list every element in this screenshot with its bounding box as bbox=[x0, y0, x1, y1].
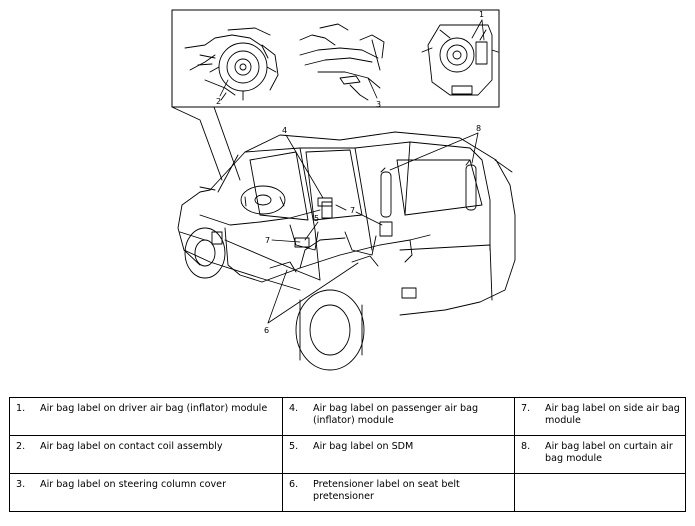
inset-driver-module-view bbox=[421, 24, 499, 96]
legend-cell: 1. Air bag label on driver air bag (infl… bbox=[9, 397, 283, 436]
legend-table: 1. Air bag label on driver air bag (infl… bbox=[9, 397, 686, 512]
legend-text: Air bag label on SDM bbox=[313, 441, 414, 452]
legend-row: 3. Air bag label on steering column cove… bbox=[9, 473, 686, 512]
legend-text: Air bag label on steering column cover bbox=[40, 479, 227, 490]
inset-detail-box bbox=[171, 9, 500, 181]
airbag-label-location-diagram: 1 2 3 4 5 6 7 7 8 bbox=[171, 9, 516, 371]
callout-1: 1 bbox=[479, 10, 484, 19]
callout-leader-lines bbox=[219, 19, 485, 324]
curtain-airbag-modules bbox=[380, 159, 477, 218]
legend-cell: 3. Air bag label on steering column cove… bbox=[9, 473, 283, 512]
vehicle-interior bbox=[199, 185, 431, 283]
callout-4: 4 bbox=[282, 126, 287, 135]
callout-3: 3 bbox=[376, 100, 381, 109]
legend-number: 1. bbox=[16, 403, 26, 414]
legend-cell: 8. Air bag label on curtain air bag modu… bbox=[514, 435, 686, 474]
vehicle-body bbox=[177, 131, 516, 371]
callout-7-left: 7 bbox=[265, 236, 270, 245]
legend-number: 3. bbox=[16, 479, 26, 490]
legend-cell: 7. Air bag label on side air bag module bbox=[514, 397, 686, 436]
legend-text: Air bag label on side air bag module bbox=[545, 403, 680, 426]
legend-text: Pretensioner label on seat belt pretensi… bbox=[313, 479, 460, 502]
legend-text: Air bag label on driver air bag (inflato… bbox=[40, 403, 268, 414]
legend-number: 2. bbox=[16, 441, 26, 452]
callout-7-right: 7 bbox=[350, 206, 355, 215]
inset-column-cover-view bbox=[299, 23, 385, 101]
legend-cell: 6. Pretensioner label on seat belt prete… bbox=[282, 473, 515, 512]
callout-6: 6 bbox=[264, 326, 269, 335]
legend-cell-empty bbox=[514, 473, 686, 512]
legend-number: 4. bbox=[289, 403, 299, 414]
callout-2: 2 bbox=[216, 97, 221, 106]
legend-cell: 5. Air bag label on SDM bbox=[282, 435, 515, 474]
callout-8: 8 bbox=[476, 124, 481, 133]
legend-cell: 4. Air bag label on passenger air bag (i… bbox=[282, 397, 515, 436]
inset-contact-coil-view bbox=[184, 27, 279, 101]
legend-number: 7. bbox=[521, 403, 531, 414]
legend-number: 8. bbox=[521, 441, 531, 452]
legend-text: Air bag label on curtain air bag module bbox=[545, 441, 673, 464]
legend-row: 1. Air bag label on driver air bag (infl… bbox=[9, 397, 686, 436]
callout-labels: 1 2 3 4 5 6 7 7 8 bbox=[216, 10, 484, 335]
legend-row: 2. Air bag label on contact coil assembl… bbox=[9, 435, 686, 474]
legend-text: Air bag label on passenger air bag (infl… bbox=[313, 403, 479, 426]
legend-number: 5. bbox=[289, 441, 299, 452]
legend-text: Air bag label on contact coil assembly bbox=[40, 441, 223, 452]
legend-cell: 2. Air bag label on contact coil assembl… bbox=[9, 435, 283, 474]
legend-number: 6. bbox=[289, 479, 299, 490]
callout-5: 5 bbox=[314, 214, 319, 223]
